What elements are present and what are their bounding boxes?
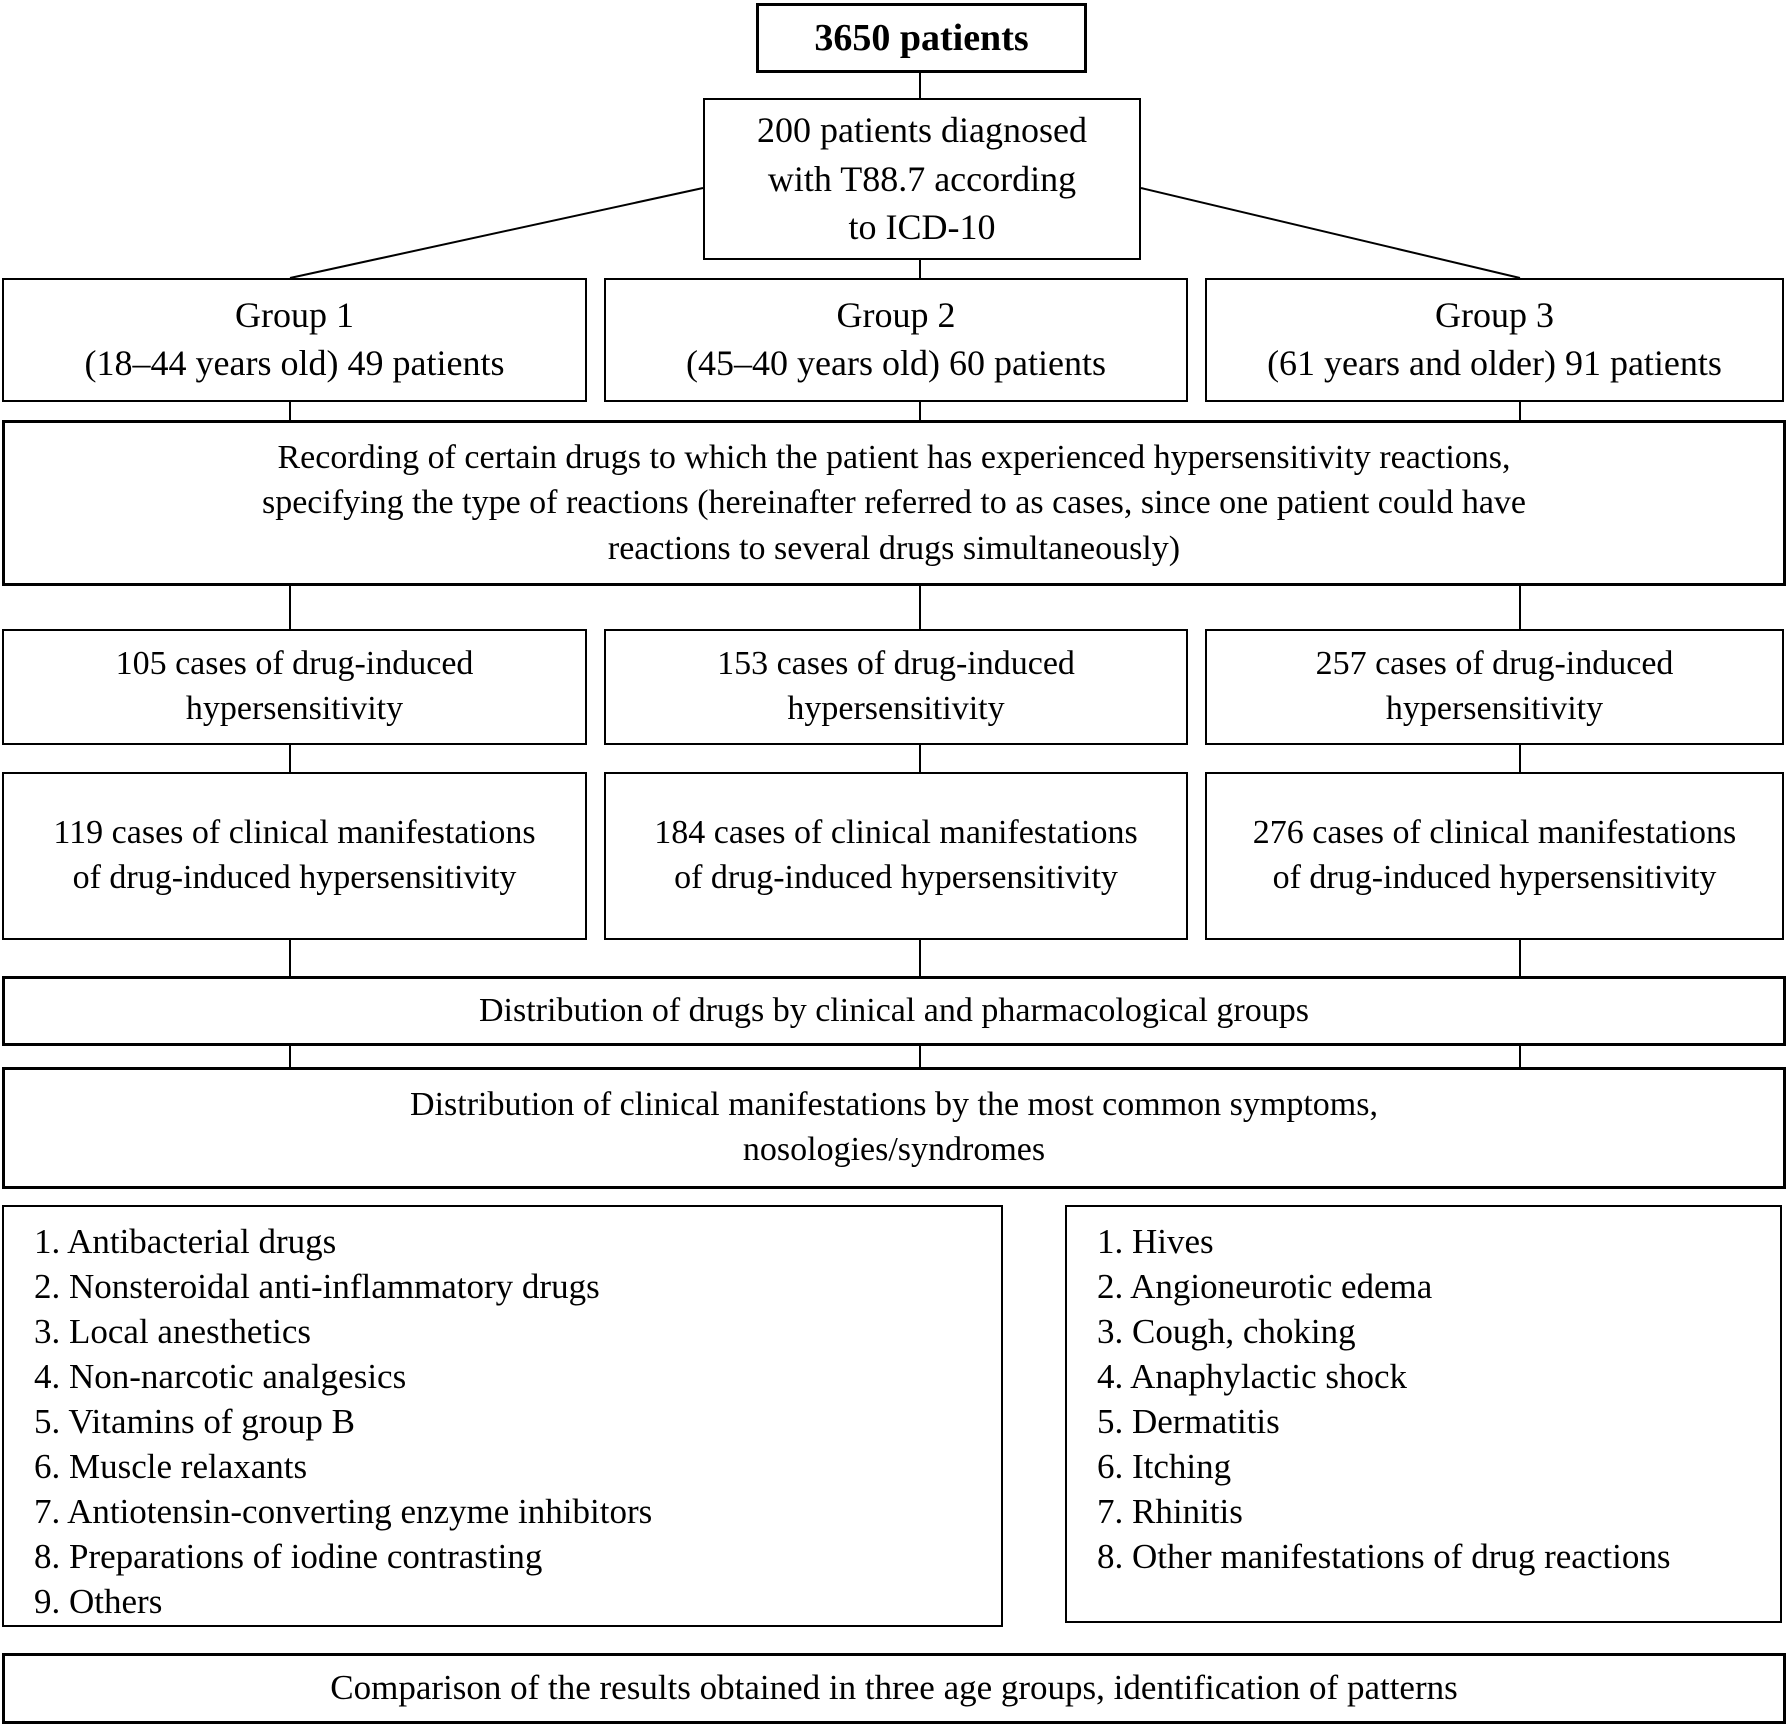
group-2-box: Group 2 (45–40 years old) 60 patients bbox=[604, 278, 1188, 402]
comparison-box: Comparison of the results obtained in th… bbox=[2, 1653, 1786, 1724]
group-1-title: Group 1 bbox=[235, 295, 354, 336]
drug-list-item-3: 3. Local anesthetics bbox=[34, 1312, 311, 1351]
group-3-title: Group 3 bbox=[1435, 295, 1554, 336]
symptom-list-item-2: 2. Angioneurotic edema bbox=[1097, 1267, 1433, 1306]
manifestations-group-2-label: 184 cases of clinical manifestations of … bbox=[654, 814, 1138, 896]
drug-list-item-7: 7. Antiotensin-converting enzyme inhibit… bbox=[34, 1492, 653, 1531]
group-3-subtitle: (61 years and older) 91 patients bbox=[1267, 343, 1722, 383]
manifestations-group-1-box: 119 cases of clinical manifestations of … bbox=[2, 772, 587, 940]
diagnosed-line-1: 200 patients diagnosed bbox=[757, 110, 1087, 151]
manifestations-group-2-box: 184 cases of clinical manifestations of … bbox=[604, 772, 1188, 940]
manifestations-group-3-box: 276 cases of clinical manifestations of … bbox=[1205, 772, 1784, 940]
group-2-title: Group 2 bbox=[836, 295, 956, 336]
cases-group-1-label: 105 cases of drug-induced hypersensitivi… bbox=[115, 645, 474, 727]
group-1-box: Group 1 (18–44 years old) 49 patients bbox=[2, 278, 587, 402]
symptom-list-item-3: 3. Cough, choking bbox=[1097, 1312, 1356, 1351]
group-1-subtitle: (18–44 years old) 49 patients bbox=[84, 343, 505, 383]
recording-box: Recording of certain drugs to which the … bbox=[2, 420, 1786, 586]
drug-list-item-2: 2. Nonsteroidal anti-inflammatory drugs bbox=[34, 1267, 600, 1306]
drug-list-item-8: 8. Preparations of iodine contrasting bbox=[34, 1537, 543, 1576]
drug-list-item-4: 4. Non-narcotic analgesics bbox=[34, 1357, 407, 1396]
total-patients-label: 3650 patients bbox=[814, 16, 1029, 59]
symptom-list-item-8: 8. Other manifestations of drug reaction… bbox=[1097, 1537, 1671, 1576]
symptom-list-item-4: 4. Anaphylactic shock bbox=[1097, 1357, 1408, 1396]
comparison-label: Comparison of the results obtained in th… bbox=[330, 1668, 1458, 1708]
cases-group-1-box: 105 cases of drug-induced hypersensitivi… bbox=[2, 629, 587, 745]
recording-line-1: Recording of certain drugs to which the … bbox=[277, 438, 1511, 476]
diagnosed-box: 200 patients diagnosed with T88.7 accord… bbox=[703, 98, 1141, 260]
symptom-list-item-7: 7. Rhinitis bbox=[1097, 1492, 1243, 1531]
symptom-list-item-1: 1. Hives bbox=[1097, 1222, 1214, 1261]
distribution-manifestations-line-1: Distribution of clinical manifestations … bbox=[410, 1086, 1378, 1124]
manifestations-group-1-label: 119 cases of clinical manifestations of … bbox=[53, 814, 536, 896]
manifestations-group-3-label: 276 cases of clinical manifestations of … bbox=[1252, 814, 1737, 896]
recording-line-3: reactions to several drugs simultaneousl… bbox=[607, 529, 1181, 567]
cases-group-3-label: 257 cases of drug-induced hypersensitivi… bbox=[1315, 645, 1674, 727]
cases-group-2-label: 153 cases of drug-induced hypersensitivi… bbox=[717, 645, 1075, 727]
connector-group bbox=[289, 73, 1521, 1067]
distribution-manifestations-box: Distribution of clinical manifestations … bbox=[2, 1067, 1786, 1189]
total-patients-box: 3650 patients bbox=[756, 3, 1087, 73]
diagnosed-line-2: with T88.7 according bbox=[767, 158, 1077, 199]
distribution-manifestations-line-2: nosologies/syndromes bbox=[742, 1131, 1046, 1168]
recording-line-2: specifying the type of reactions (herein… bbox=[261, 484, 1527, 522]
drug-list-item-6: 6. Muscle relaxants bbox=[34, 1447, 308, 1486]
cases-group-2-box: 153 cases of drug-induced hypersensitivi… bbox=[604, 629, 1188, 745]
group-3-box: Group 3 (61 years and older) 91 patients bbox=[1205, 278, 1784, 402]
symptom-list-item-5: 5. Dermatitis bbox=[1097, 1402, 1280, 1441]
drug-groups-list-box: 1. Antibacterial drugs 2. Nonsteroidal a… bbox=[2, 1205, 1003, 1627]
drug-list-item-5: 5. Vitamins of group B bbox=[34, 1402, 355, 1441]
symptom-list-item-6: 6. Itching bbox=[1097, 1447, 1232, 1486]
cases-group-3-box: 257 cases of drug-induced hypersensitivi… bbox=[1205, 629, 1784, 745]
group-2-subtitle: (45–40 years old) 60 patients bbox=[686, 343, 1106, 383]
symptoms-list-box: 1. Hives 2. Angioneurotic edema 3. Cough… bbox=[1065, 1205, 1782, 1623]
distribution-drugs-label: Distribution of drugs by clinical and ph… bbox=[479, 991, 1309, 1029]
drug-list-item-9: 9. Others bbox=[34, 1582, 163, 1621]
distribution-drugs-box: Distribution of drugs by clinical and ph… bbox=[2, 976, 1786, 1046]
diagnosed-line-3: to ICD-10 bbox=[848, 207, 996, 248]
drug-list-item-1: 1. Antibacterial drugs bbox=[34, 1222, 337, 1261]
